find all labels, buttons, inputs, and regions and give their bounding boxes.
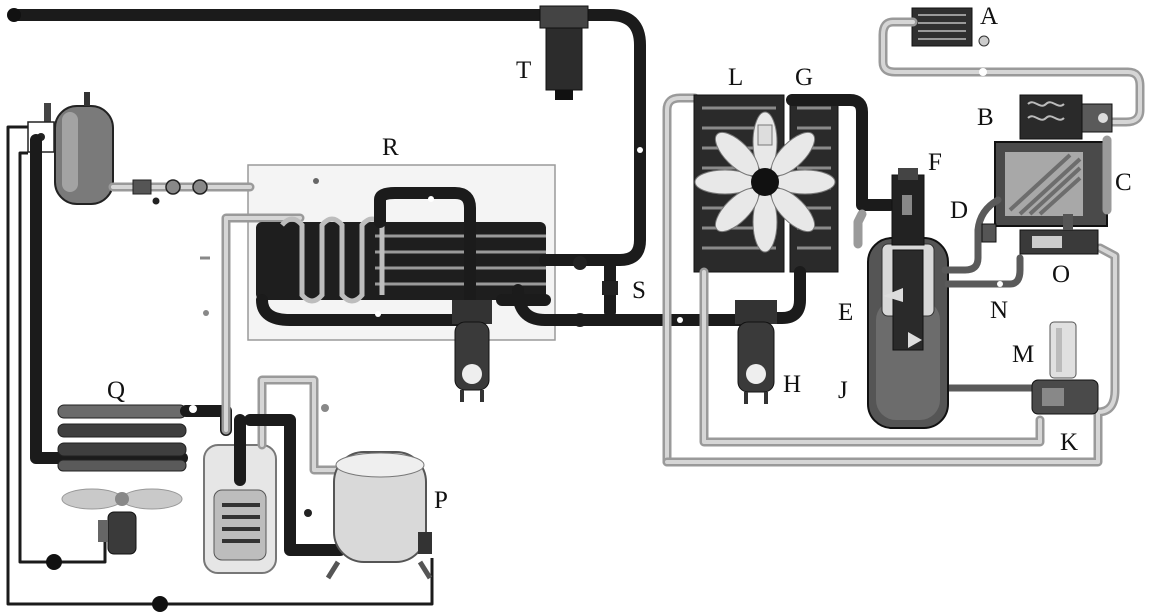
- oil-return-lines: [662, 243, 1120, 467]
- cooling-fan: [694, 111, 836, 253]
- dry-air-outlet-line: [7, 8, 646, 266]
- label-l: L: [728, 64, 743, 91]
- label-f: F: [928, 149, 942, 176]
- accumulator: [200, 213, 346, 574]
- heat-exchanger-r: [256, 178, 546, 326]
- separator-h: [735, 300, 777, 404]
- label-r: R: [382, 134, 399, 161]
- intake-valve-b: [1019, 94, 1113, 140]
- air-filter-a: [878, 7, 1145, 127]
- refrigerant-receiver: [27, 92, 114, 205]
- liquid-line: [108, 179, 255, 205]
- component-labels: A B C D E F G H J K L M N O P Q R S T: [107, 3, 1132, 514]
- min-pressure-valve-m: [1049, 321, 1077, 379]
- oil-filter-k: [1031, 379, 1099, 415]
- label-s: S: [632, 277, 646, 304]
- refrigeration-compressor-p: [325, 451, 433, 580]
- condenser-q: [30, 134, 232, 472]
- electrical-wiring: [6, 125, 434, 612]
- label-n: N: [990, 297, 1008, 324]
- label-m: M: [1012, 341, 1034, 368]
- condenser-fan: [61, 488, 183, 555]
- label-o: O: [1052, 261, 1070, 288]
- label-k: K: [1060, 429, 1078, 456]
- label-p: P: [434, 487, 448, 514]
- label-t: T: [516, 57, 531, 84]
- oil-line-n: [944, 254, 1024, 288]
- label-b: B: [977, 104, 994, 131]
- discharge-pipe-d: [941, 196, 1002, 274]
- label-j: J: [838, 377, 848, 404]
- separator-element-e: [883, 249, 924, 351]
- dryer-drain: [452, 300, 492, 402]
- label-d: D: [950, 197, 968, 224]
- junction-s: [496, 256, 751, 327]
- label-a: A: [980, 3, 998, 30]
- label-c: C: [1115, 169, 1132, 196]
- label-q: Q: [107, 377, 125, 404]
- thermostat-o: [1019, 214, 1099, 255]
- label-e: E: [838, 299, 853, 326]
- label-h: H: [783, 371, 801, 398]
- valve-f: [853, 168, 925, 249]
- label-g: G: [795, 64, 813, 91]
- filter-t: [539, 5, 589, 100]
- compressor-airend-c: [994, 135, 1112, 227]
